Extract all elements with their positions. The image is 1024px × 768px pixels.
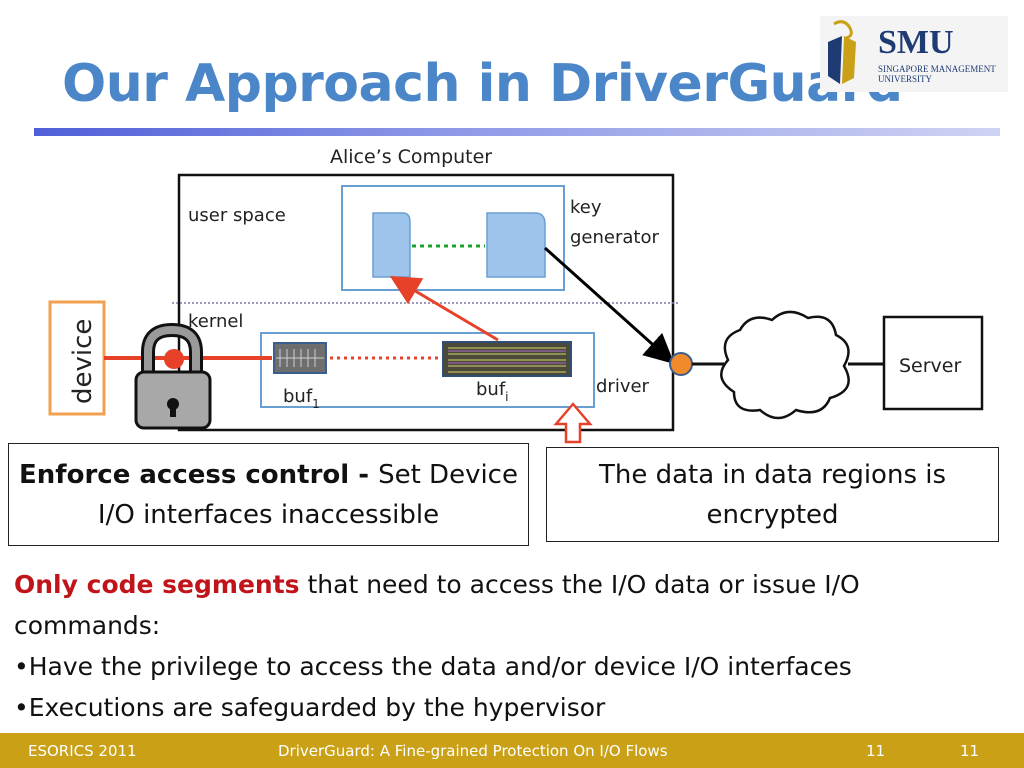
smu-logo: SMU SINGAPORE MANAGEMENT UNIVERSITY xyxy=(820,16,1008,92)
buf1-text: buf xyxy=(283,386,313,407)
code-region-small xyxy=(372,212,411,278)
footer-page-b: 11 xyxy=(960,742,980,760)
footer-page-a: 11 xyxy=(866,742,886,760)
user-space-label: user space xyxy=(188,205,286,226)
driverguard-diagram: Alice’s Computer user space key generato… xyxy=(48,146,984,444)
encryption-callout: The data in data regions is encrypted xyxy=(546,447,999,542)
bufi-pattern xyxy=(448,347,566,373)
body-highlight: Only code segments xyxy=(14,570,300,599)
title-underline xyxy=(34,128,1000,136)
bullet-2: •Executions are safeguarded by the hyper… xyxy=(14,693,606,722)
buf1-sub: 1 xyxy=(312,397,320,411)
logo-subtitle: SINGAPORE MANAGEMENT UNIVERSITY xyxy=(878,64,1006,84)
black-arrow xyxy=(543,246,675,365)
encryption-text: The data in data regions is encrypted xyxy=(598,459,947,530)
driver-port xyxy=(669,352,693,376)
bufi-region xyxy=(442,341,572,377)
bufi-text: buf xyxy=(476,379,506,400)
padlock-icon xyxy=(134,322,212,430)
access-control-callout: Enforce access control - Set Device I/O … xyxy=(8,443,529,546)
kernel-label: kernel xyxy=(188,311,243,332)
body-line1-rest: that need to access the I/O data or issu… xyxy=(14,570,860,640)
key-generator-label-1: key xyxy=(570,197,602,218)
device-label: device xyxy=(68,319,98,404)
bufi-sub: i xyxy=(505,390,508,404)
logo-name: SMU xyxy=(878,24,954,61)
bullet-1: •Have the privilege to access the data a… xyxy=(14,652,852,681)
buf1-label: buf1 xyxy=(283,386,320,411)
computer-label: Alice’s Computer xyxy=(330,146,492,168)
up-arrow-icon xyxy=(553,402,593,444)
key-generator-label-2: generator xyxy=(570,227,659,248)
footer-title: DriverGuard: A Fine-grained Protection O… xyxy=(278,742,668,760)
bufi-label: bufi xyxy=(476,379,509,404)
footer-conference: ESORICS 2011 xyxy=(28,742,137,760)
body-text: Only code segments that need to access t… xyxy=(14,564,1004,728)
logo-subtitle-line2: UNIVERSITY xyxy=(878,74,932,84)
driver-label: driver xyxy=(596,376,650,397)
server-box xyxy=(882,315,984,411)
bufi-pattern-accent xyxy=(448,350,566,364)
buf1-pattern xyxy=(276,349,324,367)
internet-cloud-icon xyxy=(720,310,850,420)
device-box xyxy=(48,300,106,416)
logo-subtitle-line1: SINGAPORE MANAGEMENT xyxy=(878,64,996,74)
lion-emblem-icon xyxy=(828,20,856,84)
slide-title: Our Approach in DriverGuard xyxy=(62,54,903,114)
access-control-bold: Enforce access control - xyxy=(19,459,379,490)
key-generator-region xyxy=(486,212,546,278)
footer-bar: ESORICS 2011 DriverGuard: A Fine-grained… xyxy=(0,733,1024,768)
red-arrow xyxy=(389,275,499,342)
server-label: Server xyxy=(899,355,961,377)
access-control-normal: Set Device I/O interfaces inaccessible xyxy=(97,459,518,530)
access-control-text: Enforce access control - Set Device I/O … xyxy=(19,455,518,535)
body-line-1: Only code segments that need to access t… xyxy=(14,564,1004,646)
